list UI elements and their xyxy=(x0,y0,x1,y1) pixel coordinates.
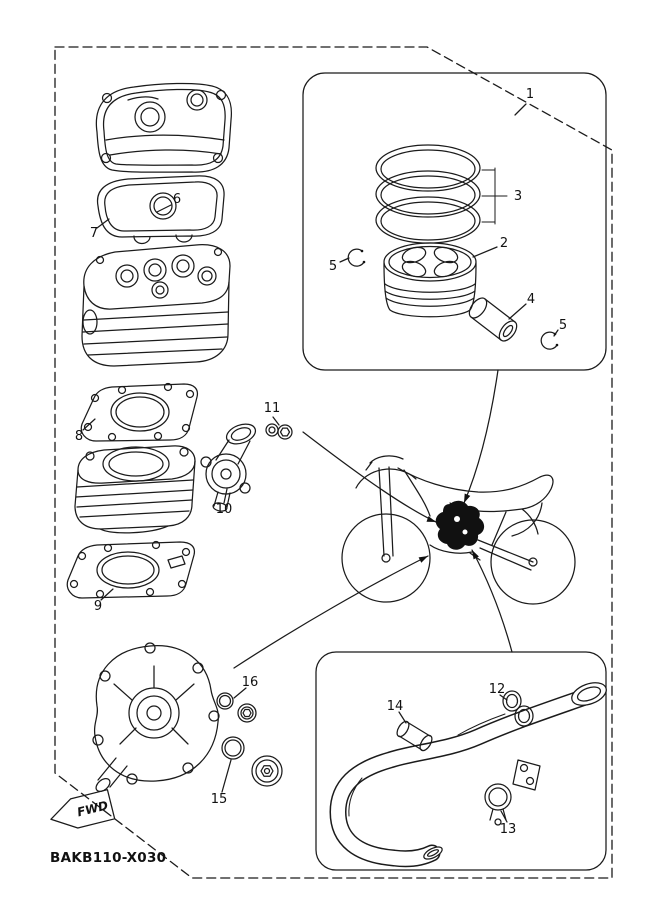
o-ring-15-drawing xyxy=(221,736,245,760)
pipe-bracket-drawing xyxy=(512,759,541,791)
callout-5b: 5 xyxy=(559,318,567,333)
callout-16: 16 xyxy=(242,675,259,690)
piston-inset-box xyxy=(302,72,607,371)
piston-kit-inset xyxy=(302,72,607,371)
head-cover-gasket-drawing xyxy=(96,175,225,245)
callout-2: 2 xyxy=(500,236,508,251)
circlip-left-drawing xyxy=(347,248,366,267)
highlighted-engine-area xyxy=(435,500,485,550)
connector-arrows xyxy=(233,369,513,669)
fwd-marker: FWD xyxy=(50,789,116,829)
pipe-clamp-drawing xyxy=(484,783,512,826)
callout-10: 10 xyxy=(216,502,233,517)
exhaust-inset-box xyxy=(315,651,607,871)
motorcycle-drawing xyxy=(341,455,576,605)
plug-small-drawing xyxy=(237,703,257,723)
callout-9: 9 xyxy=(94,599,102,614)
kit-outline xyxy=(54,46,613,879)
exhaust-inset xyxy=(315,651,607,871)
callout-15: 15 xyxy=(211,792,228,807)
fwd-arrow-icon xyxy=(50,789,116,829)
thermostat-joint-drawing xyxy=(200,423,257,512)
callout-5a: 5 xyxy=(329,259,337,274)
circlip-right-drawing xyxy=(540,331,559,350)
cylinder-head-cover-drawing xyxy=(95,82,233,173)
exhaust-pipe-drawing xyxy=(329,682,607,868)
piston-drawing xyxy=(383,242,477,318)
piston-pin-drawing xyxy=(468,297,518,342)
piston-rings-drawing xyxy=(375,144,481,244)
water-pump-cover-drawing xyxy=(92,642,220,793)
base-gasket-drawing xyxy=(66,540,196,599)
callout-12: 12 xyxy=(489,682,506,697)
callout-13: 13 xyxy=(500,822,517,837)
cylinder-head-drawing xyxy=(81,244,231,367)
callout-7: 7 xyxy=(90,226,98,241)
diagram-code: BAKB110-X030 xyxy=(50,850,166,866)
callout-14: 14 xyxy=(387,699,404,714)
callout-4: 4 xyxy=(527,292,535,307)
callout-8: 8 xyxy=(75,429,83,444)
callout-3: 3 xyxy=(514,189,522,204)
callout-1: 1 xyxy=(526,87,534,102)
head-gasket-drawing xyxy=(80,382,199,442)
o-ring-16-drawing xyxy=(216,692,234,710)
callouts: 1 2 3 4 5 5 6 7 8 9 10 11 12 13 14 15 16 xyxy=(75,87,567,837)
leader-lines xyxy=(82,103,559,823)
cylinder-drawing xyxy=(74,445,196,534)
pipe-fitting-drawing xyxy=(265,423,293,440)
pipe-sleeve-drawing xyxy=(396,720,433,752)
callout-6: 6 xyxy=(173,192,181,207)
exhaust-gasket-drawing xyxy=(502,690,534,727)
front-wheel xyxy=(341,513,431,603)
fwd-label: FWD xyxy=(76,798,110,819)
bracket-3 xyxy=(481,167,508,225)
plug-large-drawing xyxy=(251,755,283,787)
callout-11: 11 xyxy=(264,401,281,416)
